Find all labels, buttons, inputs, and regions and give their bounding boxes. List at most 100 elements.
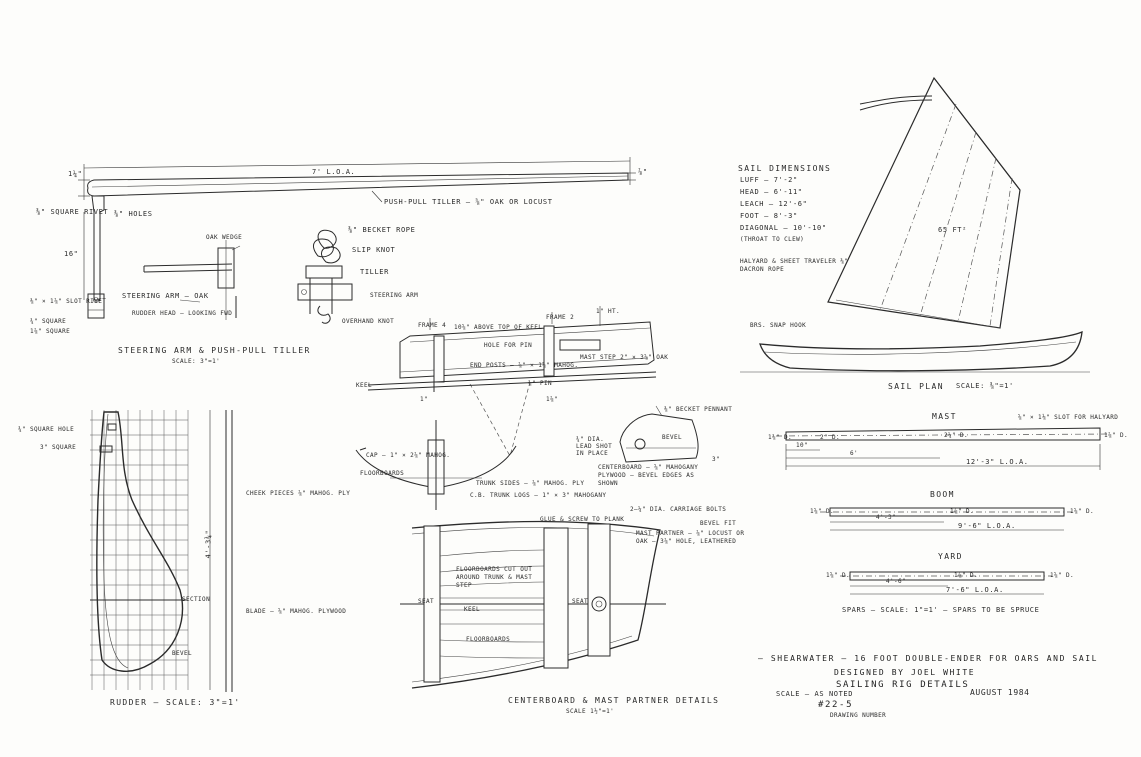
partner-bevel-label: Bevel fit: [700, 520, 737, 527]
partner-keel-label: Keel: [464, 606, 481, 613]
tiller-note: Push-pull tiller – ⅝" oak or locust: [384, 198, 553, 206]
sail-luff: Luff – 7'-2": [740, 176, 798, 184]
rudder-drawing: [90, 410, 233, 692]
mast-d3: 2¼" D.: [944, 432, 969, 439]
becket-rope-label: ⅜" becket rope: [348, 226, 416, 234]
mast-slot-label: ⅝" × 1⅛" slot for halyard: [1018, 414, 1119, 421]
rudder-square-hole: ¾" square hole: [18, 426, 75, 433]
centerboard-drawing: [619, 405, 699, 463]
sail-plan-drawing: [740, 76, 1090, 373]
drawing-subnumber: Drawing number: [830, 712, 887, 719]
drawing-number: #22-5: [818, 700, 854, 710]
sail-scale: Scale: ⅜"=1': [956, 382, 1014, 390]
sail-head: Head – 6'-11": [740, 188, 803, 196]
boom-len1: 4'-3": [876, 514, 897, 521]
sail-halyard-label: Halyard & sheet traveler ⅜" dacron rope: [740, 258, 849, 273]
tiller-right-dim: ⅞": [638, 168, 648, 176]
pin-label: ⅜" pin: [528, 380, 553, 387]
partner-seat-label-2: Seat: [572, 598, 589, 605]
trunk-section-drawing: [355, 420, 517, 510]
cb-dim: 3": [712, 456, 721, 463]
cheek-pieces-label: Cheek pieces ⅞" mahog. ply: [246, 490, 351, 497]
holes-label: ⅜" holes: [114, 210, 153, 218]
rudder-square: 3" square: [40, 444, 77, 451]
yard-d1: 1⅝" D.: [826, 572, 851, 579]
tiller-left-dim: 1¼": [68, 170, 83, 178]
arm-height-dim: 16": [64, 250, 79, 258]
sail-foot: Foot – 8'-3": [740, 212, 798, 220]
tiller-drawing: [78, 157, 636, 324]
yard-loa: 7'-6" L.O.A.: [946, 586, 1004, 594]
keel-dim-2: 1⅞": [546, 396, 559, 403]
keel-dim-1: 1": [420, 396, 429, 403]
trunk-cap-label: Cap – 1" × 2⅞" mahog.: [366, 452, 451, 459]
title-line2: designed by Joel White: [834, 668, 976, 677]
height-label: 1" ht.: [596, 308, 621, 315]
keel-top-label: 10⅝" above top of keel: [454, 324, 543, 331]
square-label-2: 1⅞" square: [30, 328, 71, 335]
steering-arm-label: Steering arm – oak: [122, 292, 209, 300]
mast-step-label: Mast step 2" × 3⅝" oak: [580, 354, 669, 361]
overhand-knot-label: Overhand knot: [342, 318, 395, 325]
partner-scale: Scale 1½"=1': [566, 708, 615, 715]
sail-brass-hook: Brs. snap hook: [750, 322, 807, 329]
cb-bevel-label: Bevel: [662, 434, 683, 441]
boom-title: Boom: [930, 490, 955, 499]
sail-diagonal-note: (throat to clew): [740, 236, 805, 243]
mast-d4: 1⅞" D.: [1104, 432, 1129, 439]
rudder-head-label: Rudder head – looking fwd: [132, 310, 233, 317]
mast-len2: 6': [850, 450, 859, 457]
cb-becket-label: ⅜" becket pennant: [664, 406, 733, 413]
partner-carriage-label: 2–¼" dia. carriage bolts: [630, 506, 727, 513]
title-line3: Sailing rig details: [836, 680, 970, 690]
keel-label: Keel: [356, 382, 373, 389]
trunk-sides-label: Trunk sides – ⅞" mahog. ply: [476, 480, 585, 487]
boom-loa: 9'-6" L.O.A.: [958, 522, 1016, 530]
steering-arm-label-2: Steering arm: [370, 292, 419, 299]
mast-len1: 10": [796, 442, 809, 449]
partner-floorboards-label: Floorboards cut out around trunk & mast …: [456, 566, 533, 589]
spars-caption: Spars – scale: 1"=1' – spars to be spruc…: [842, 606, 1040, 614]
trunk-floorboards-label: Floorboards: [360, 470, 405, 477]
yard-title: Yard: [938, 552, 963, 561]
mast-loa: 12'-3" L.O.A.: [966, 458, 1029, 466]
yard-d3: 1⅝" D.: [1050, 572, 1075, 579]
partner-seat-label: Seat: [418, 598, 435, 605]
square-label-1: ¾" square: [30, 318, 67, 325]
tiller-length-dim: 7' L.O.A.: [312, 168, 356, 176]
frame-a-label: Frame 4: [418, 322, 447, 329]
cb-board-label: Centerboard – ⅝" mahogany plywood – beve…: [598, 464, 699, 487]
slot-rivet-label: ⅜" × 1⅞" slot rivet: [30, 298, 107, 305]
boom-d2: 1⅞" D.: [950, 508, 975, 515]
title-line1: – Shearwater – 16 foot double-ender for …: [758, 654, 1099, 663]
keel-section-drawing: [367, 306, 657, 457]
rudder-bevel-label: Bevel: [172, 650, 193, 657]
title-date: August 1984: [970, 688, 1030, 697]
oak-wedge-label: Oak wedge: [206, 234, 243, 241]
partner-plan-drawing: [400, 520, 666, 689]
tiller-caption: Steering arm & push-pull tiller: [118, 346, 311, 355]
partner-label: Mast partner – ⅞" locust or oak – 3⅞" ho…: [636, 530, 745, 545]
hole-pin-label: Hole for pin: [484, 342, 533, 349]
trunk-logs-label: C.B. trunk logs – 1" × 3" mahogany: [470, 492, 607, 499]
slip-knot-label: Slip knot: [352, 246, 396, 254]
mast-d1: 1⅜" D.: [768, 434, 793, 441]
partner-caption: Centerboard & mast partner details: [508, 696, 720, 705]
mast-d2: 2" D.: [820, 434, 841, 441]
square-rivet-label: ⅜" square rivet: [36, 208, 109, 216]
yard-d2: 1⅞" D.: [954, 572, 979, 579]
cb-lead-label: ¾" dia. lead shot in place: [576, 436, 613, 457]
rudder-caption: Rudder – scale: 3"=1': [110, 698, 241, 707]
sail-diagonal: Diagonal – 10'-10": [740, 224, 827, 232]
boom-d3: 1⅝" D.: [1070, 508, 1095, 515]
boom-d1: 1⅝" D.: [810, 508, 835, 515]
tiller-label: Tiller: [360, 268, 389, 276]
partner-floorboards-label-2: Floorboards: [466, 636, 511, 643]
mast-title: Mast: [932, 412, 957, 421]
tiller-scale: Scale: 3"=1': [172, 358, 221, 365]
partner-glue-label: Glue & screw to plank: [540, 516, 625, 523]
sail-dimensions-heading: Sail dimensions: [738, 164, 832, 173]
frame-b-label: Frame 2: [546, 314, 575, 321]
sail-leach: Leach – 12'-6": [740, 200, 808, 208]
